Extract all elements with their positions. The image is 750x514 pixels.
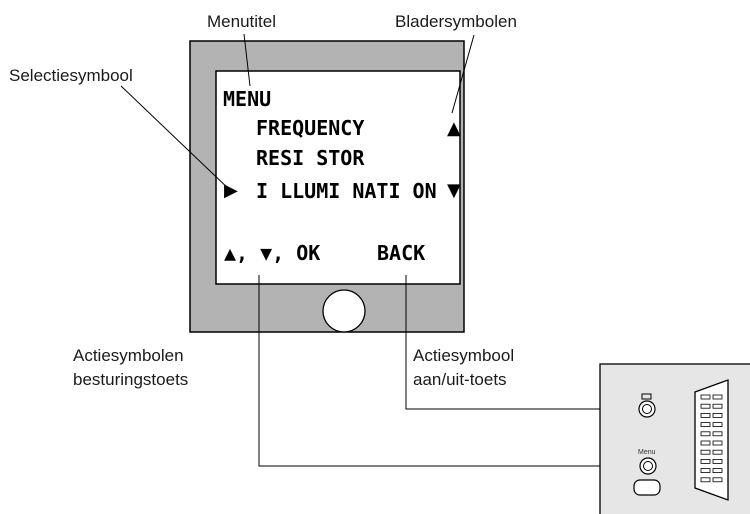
scart-pin	[700, 477, 711, 483]
scart-pin	[700, 449, 711, 455]
scart-pin	[712, 468, 723, 474]
menu-item-illumination: I LLUMI NATI ON	[256, 179, 437, 203]
scart-pin	[700, 431, 711, 437]
leader-scroll-symbols	[451, 34, 475, 114]
label-action-symbol-line1: Actiesymbool	[413, 346, 514, 365]
scart-pin	[700, 394, 711, 400]
label-action-symbols-line2: besturingstoets	[73, 370, 188, 389]
menu-key-inner	[643, 461, 653, 471]
menu-key-outer[interactable]	[639, 457, 657, 475]
label-menu-title: Menutitel	[207, 12, 276, 31]
scart-pin	[712, 394, 723, 400]
power-key-inner	[642, 404, 652, 414]
label-selection-symbol: Selectiesymbool	[9, 66, 133, 85]
leader-power-key	[405, 275, 640, 410]
scroll-down-icon: ▼	[447, 180, 461, 201]
menu-item-resistor: RESI STOR	[256, 146, 365, 170]
scart-pin	[700, 468, 711, 474]
label-action-symbol-line2: aan/uit-toets	[413, 370, 507, 389]
panel-slot	[633, 479, 661, 496]
scart-pin	[712, 440, 723, 446]
scart-pin	[700, 422, 711, 428]
lcd-screen	[215, 70, 461, 285]
scart-pin	[712, 431, 723, 437]
control-knob[interactable]	[322, 289, 366, 333]
scart-pin	[700, 440, 711, 446]
label-scroll-symbols: Bladersymbolen	[395, 12, 517, 31]
scart-pin	[712, 422, 723, 428]
leader-menu-title	[243, 33, 251, 87]
leader-selection-symbol	[120, 85, 233, 193]
scart-pin	[712, 412, 723, 418]
action-symbol-back: BACK	[377, 241, 425, 265]
scroll-up-icon: ▲	[447, 118, 461, 139]
menu-item-frequency: FREQUENCY	[256, 116, 364, 140]
scart-pin	[712, 458, 723, 464]
scart-pin	[700, 458, 711, 464]
display-title: MENU	[223, 87, 271, 111]
power-key-outer[interactable]	[638, 400, 656, 418]
scart-pin	[712, 477, 723, 483]
label-action-symbols-line1: Actiesymbolen	[73, 346, 184, 365]
leader-lines	[120, 33, 640, 467]
action-symbols-left: ▲, ▼, OK	[224, 241, 320, 265]
menu-key-label: Menu	[638, 449, 656, 456]
scart-connector	[694, 379, 729, 501]
scart-pin	[700, 403, 711, 409]
scart-pin	[712, 403, 723, 409]
scart-pin	[700, 412, 711, 418]
scart-pin	[712, 449, 723, 455]
leader-control-key	[258, 275, 640, 467]
power-key-marker	[641, 393, 652, 400]
